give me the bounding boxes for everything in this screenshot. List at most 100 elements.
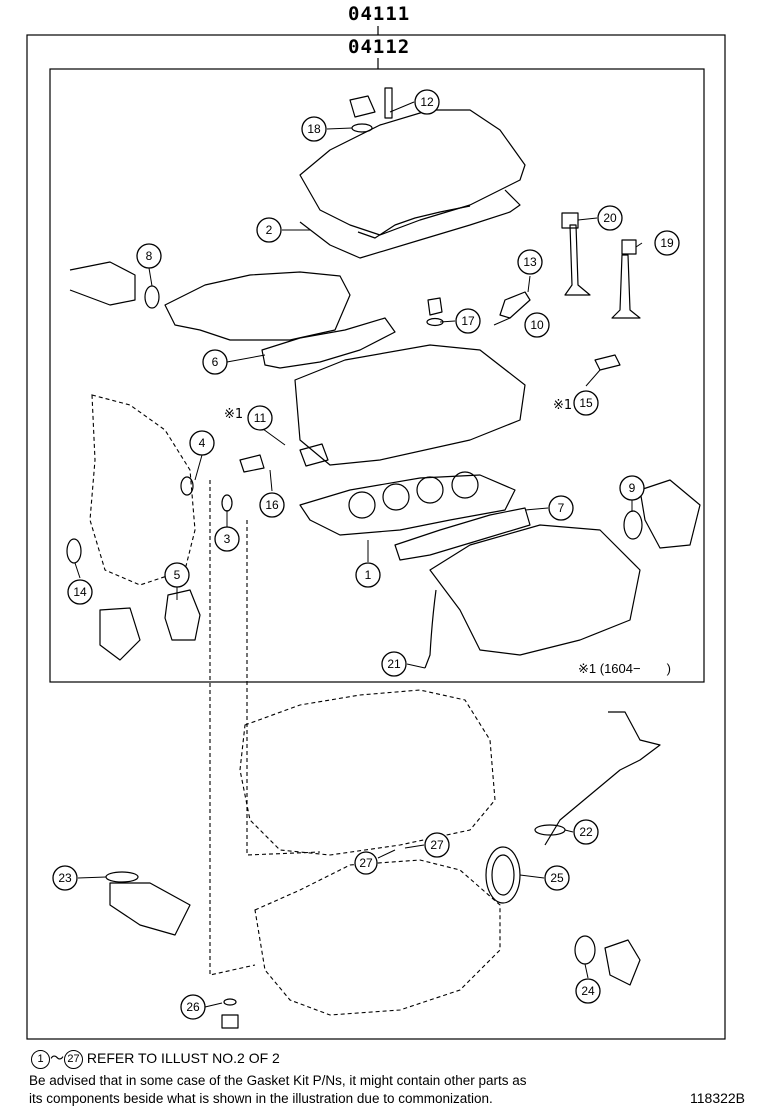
inner-kit-frame <box>49 68 705 683</box>
cylinder-head <box>294 344 526 466</box>
svg-text:1: 1 <box>365 568 372 582</box>
cylinder-head-cover <box>299 109 526 236</box>
pipe-gasket-22 <box>534 824 566 836</box>
svg-text:17: 17 <box>461 314 475 328</box>
oil-pan <box>254 859 501 1016</box>
callout-14: 14 <box>67 579 93 605</box>
svg-text:27: 27 <box>430 838 444 852</box>
svg-text:20: 20 <box>603 211 617 225</box>
outer-kit-part-number: 04111 <box>348 3 411 25</box>
svg-text:24: 24 <box>581 984 595 998</box>
exhaust-manifold <box>164 271 351 341</box>
callout-8: 8 <box>136 243 162 269</box>
cylinder-block <box>239 689 496 856</box>
exhaust-manifold-gasket <box>261 317 396 369</box>
remark-mark-11: ※1 <box>224 407 243 422</box>
intake-manifold <box>429 524 641 656</box>
filler-cap-gasket <box>351 123 373 133</box>
disclaimer-line-1: Be advised that in some case of the Gask… <box>29 1073 527 1088</box>
sensor <box>499 291 531 319</box>
oil-control-valve <box>299 443 329 467</box>
svg-text:10: 10 <box>530 318 544 332</box>
svg-text:12: 12 <box>420 95 434 109</box>
cylinder-head-gasket <box>299 474 516 536</box>
drain-plug-gasket <box>223 998 237 1006</box>
svg-text:22: 22 <box>579 825 593 839</box>
ref-tilde: 〜 <box>50 1050 64 1066</box>
callout-22: 22 <box>573 819 599 845</box>
outer-kit-frame <box>26 34 726 1040</box>
parts-line-art <box>66 87 701 1029</box>
svg-text:15: 15 <box>579 396 593 410</box>
ref-from-circle: 1 <box>31 1049 50 1069</box>
callout-3: 3 <box>214 526 240 552</box>
callout-5: 5 <box>164 562 190 588</box>
pipe-gasket <box>144 285 160 309</box>
svg-text:21: 21 <box>387 657 401 671</box>
water-pump <box>99 607 141 661</box>
svg-text:16: 16 <box>265 498 279 512</box>
callout-12: 12 <box>414 89 440 115</box>
callout-18: 18 <box>301 116 327 142</box>
oil-seal-24 <box>574 935 596 965</box>
callout-2: 2 <box>256 217 282 243</box>
throttle-body <box>639 479 701 549</box>
drain-plug <box>221 1014 239 1029</box>
throttle-body-gasket <box>623 510 643 540</box>
svg-text:7: 7 <box>558 501 565 515</box>
hose <box>424 589 437 669</box>
intake-manifold-gasket <box>394 507 531 561</box>
svg-text:3: 3 <box>224 532 231 546</box>
kit-frames <box>26 26 726 1040</box>
drawing-id: 118322B <box>690 1090 746 1106</box>
cover-bolt <box>384 87 393 119</box>
phantom-lines <box>209 480 321 976</box>
callout-24: 24 <box>575 978 601 1004</box>
callout-19: 19 <box>654 230 680 256</box>
callout-10: 10 <box>524 312 550 338</box>
exhaust-pipe <box>69 261 136 306</box>
exhaust-valve <box>611 254 641 319</box>
valve-stem-seal-intake <box>561 212 579 229</box>
oil-filler-cap <box>349 95 376 118</box>
head-cover-gasket <box>299 189 521 259</box>
svg-text:9: 9 <box>629 481 636 495</box>
svg-text:19: 19 <box>660 236 674 250</box>
callout-16: 16 <box>259 492 285 518</box>
crankshaft-front-seal <box>66 538 82 564</box>
callout-21: 21 <box>381 651 407 677</box>
svg-text:4: 4 <box>199 436 206 450</box>
ref-to-circle: 27 <box>64 1049 83 1069</box>
svg-text:6: 6 <box>212 355 219 369</box>
intake-valve <box>564 224 591 296</box>
timing-chain-cover <box>89 394 196 586</box>
svg-text:2: 2 <box>266 223 273 237</box>
callout-11: 11 <box>247 405 273 431</box>
union-bolt <box>239 454 265 473</box>
callout-27b: 27 <box>424 832 450 858</box>
callout-7: 7 <box>548 495 574 521</box>
ref-text: REFER TO ILLUST NO.2 OF 2 <box>86 1050 280 1066</box>
plug <box>427 297 443 316</box>
svg-text:11: 11 <box>254 411 267 425</box>
remark-marks: ※1 ※1 <box>224 398 572 422</box>
callout-13: 13 <box>517 249 543 275</box>
callout-15: 15 <box>573 390 599 416</box>
callout-17: 17 <box>455 308 481 334</box>
callout-26: 26 <box>180 994 206 1020</box>
svg-text:26: 26 <box>186 1000 200 1014</box>
callout-6: 6 <box>202 349 228 375</box>
o-ring-3 <box>221 494 233 512</box>
oil-strainer <box>109 882 191 936</box>
svg-text:23: 23 <box>58 871 72 885</box>
callout-1: 1 <box>355 562 381 588</box>
svg-text:13: 13 <box>523 255 537 269</box>
callouts: 1 2 3 4 5 6 7 8 9 10 11 12 13 14 15 16 1… <box>52 89 680 1020</box>
svg-text:5: 5 <box>174 568 181 582</box>
water-outlet <box>604 939 641 986</box>
callout-4: 4 <box>189 430 215 456</box>
callout-25: 25 <box>544 865 570 891</box>
valve-stem-seal-exhaust <box>621 239 637 255</box>
remark-mark-15: ※1 <box>553 398 572 413</box>
